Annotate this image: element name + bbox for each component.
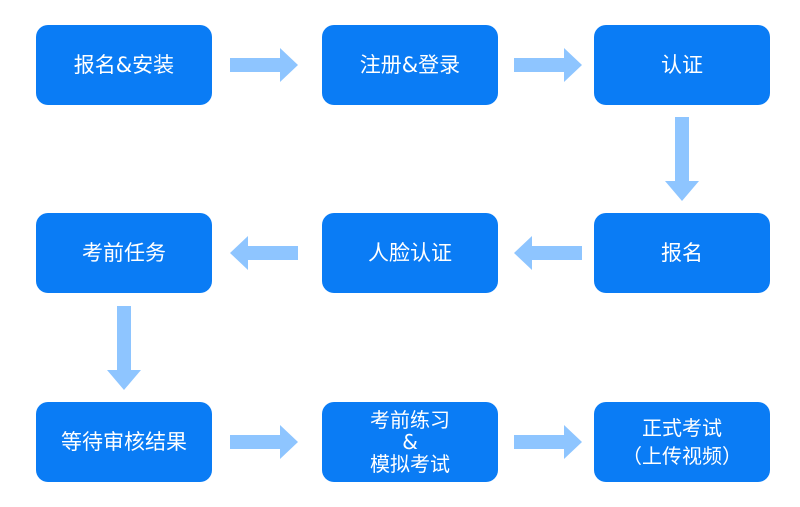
step-pre-exam-tasks: 考前任务 [36,213,212,293]
step-formal-exam: 正式考试 （上传视频） [594,402,770,482]
step-label: 等待审核结果 [61,430,187,454]
step-label: 报名 [661,241,703,265]
step-face-certify: 人脸认证 [322,213,498,293]
arrow-right-icon [514,425,582,459]
step-label: 报名&安装 [73,53,175,77]
step-await-review: 等待审核结果 [36,402,212,482]
step-register-login: 注册&登录 [322,25,498,105]
step-label-line1: 考前练习 [370,408,450,432]
step-label: 注册&登录 [359,53,461,77]
step-label: 认证 [661,53,703,77]
arrow-left-icon [230,236,298,270]
arrow-right-icon [230,48,298,82]
step-label-line3: 模拟考试 [370,452,450,476]
step-enroll: 报名 [594,213,770,293]
arrow-down-icon [107,306,141,390]
step-signup-install: 报名&安装 [36,25,212,105]
arrow-right-icon [230,425,298,459]
arrow-left-icon [514,236,582,270]
step-label: 人脸认证 [368,241,452,265]
step-label-line2: & [402,430,418,454]
step-certify: 认证 [594,25,770,105]
step-label: 考前任务 [82,241,166,265]
arrow-down-icon [665,117,699,201]
step-label-line2: （上传视频） [622,444,742,468]
step-practice-mock-exam: 考前练习 & 模拟考试 [322,402,498,482]
arrow-right-icon [514,48,582,82]
step-label-line1: 正式考试 [642,416,722,440]
